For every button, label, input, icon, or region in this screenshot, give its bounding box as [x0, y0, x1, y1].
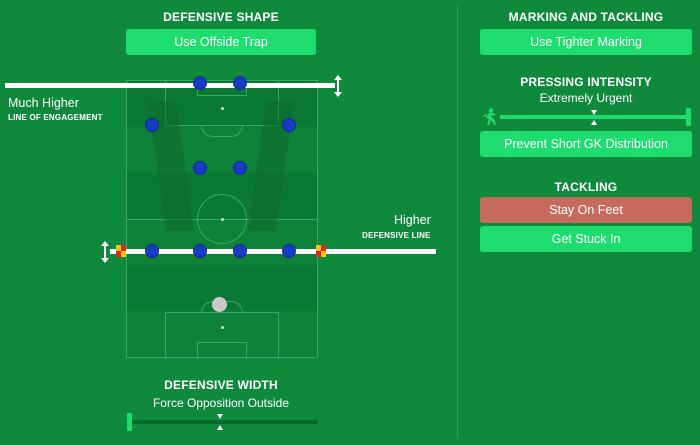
pressing-intensity-slider-end — [686, 108, 691, 126]
player-goalkeeper[interactable] — [212, 297, 227, 312]
player-defender-4[interactable] — [282, 244, 296, 258]
tighter-marking-button[interactable]: Use Tighter Marking — [480, 29, 692, 55]
player-wide-right[interactable] — [282, 118, 296, 132]
pressing-intensity-title: PRESSING INTENSITY — [520, 75, 652, 89]
player-mid-right[interactable] — [233, 161, 247, 175]
offside-flag-left-icon — [116, 245, 126, 257]
pressing-intensity-slider[interactable] — [500, 115, 686, 119]
player-wide-left[interactable] — [145, 118, 159, 132]
defensive-line-bar[interactable] — [110, 249, 436, 254]
line-of-engagement-value: Much Higher — [8, 96, 79, 110]
player-striker-left[interactable] — [193, 76, 207, 90]
defensive-width-slider[interactable] — [132, 420, 318, 424]
line-of-engagement-bar[interactable] — [5, 83, 335, 88]
running-player-icon — [483, 108, 496, 125]
line-of-engagement-drag-icon[interactable] — [333, 75, 343, 97]
marking-and-tackling-title: MARKING AND TACKLING — [508, 10, 664, 24]
defensive-width-marker-top — [217, 414, 223, 419]
defensive-width-title: DEFENSIVE WIDTH — [164, 378, 278, 392]
offside-trap-button[interactable]: Use Offside Trap — [126, 29, 316, 55]
line-of-engagement-label: LINE OF ENGAGEMENT — [8, 113, 103, 122]
defensive-width-slider-end — [127, 413, 132, 431]
pressing-intensity-marker[interactable] — [591, 120, 597, 125]
player-defender-3[interactable] — [233, 244, 247, 258]
pressing-intensity-marker-top — [591, 110, 597, 115]
offside-flag-right-icon — [316, 245, 326, 257]
defensive-shape-title: DEFENSIVE SHAPE — [163, 10, 279, 24]
defensive-width-value: Force Opposition Outside — [152, 396, 290, 410]
tackling-title: TACKLING — [554, 180, 618, 194]
prevent-short-gk-distribution-button[interactable]: Prevent Short GK Distribution — [480, 131, 692, 157]
get-stuck-in-button[interactable]: Get Stuck In — [480, 226, 692, 252]
player-defender-1[interactable] — [145, 244, 159, 258]
player-defender-2[interactable] — [193, 244, 207, 258]
player-striker-right[interactable] — [233, 76, 247, 90]
defensive-line-value: Higher — [394, 213, 431, 227]
stay-on-feet-button[interactable]: Stay On Feet — [480, 197, 692, 223]
defensive-line-label: DEFENSIVE LINE — [362, 231, 431, 240]
divider — [457, 6, 458, 438]
pressing-intensity-value: Extremely Urgent — [539, 91, 633, 105]
player-mid-left[interactable] — [193, 161, 207, 175]
defensive-line-drag-icon[interactable] — [100, 241, 110, 263]
defensive-width-marker[interactable] — [217, 425, 223, 430]
